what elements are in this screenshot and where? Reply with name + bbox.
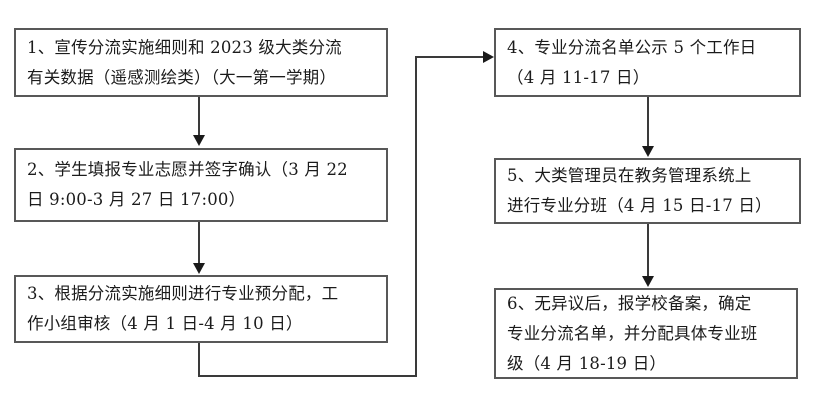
flow-node-step-3[interactable]: 3、根据分流实施细则进行专业预分配，工 作小组审核（4 月 1 日-4 月 10… bbox=[14, 275, 388, 343]
arrow-head-step2 bbox=[193, 135, 205, 146]
connector-step4-step5 bbox=[647, 97, 649, 147]
flow-node-step-1[interactable]: 1、宣传分流实施细则和 2023 级大类分流 有关数据（遥感测绘类）（大一第一学… bbox=[14, 28, 388, 97]
connector-step2-step3 bbox=[198, 222, 200, 264]
flow-node-label: 2、学生填报专业志愿并签字确认（3 月 22 日 9:00-3 月 27 日 1… bbox=[27, 160, 348, 209]
arrow-head-step5 bbox=[642, 146, 654, 157]
flow-node-label: 1、宣传分流实施细则和 2023 级大类分流 有关数据（遥感测绘类）（大一第一学… bbox=[27, 37, 342, 87]
connector-step1-step2 bbox=[198, 97, 200, 137]
flow-node-step-5[interactable]: 5、大类管理员在教务管理系统上 进行专业分班（4 月 15 日-17 日） bbox=[494, 158, 801, 224]
flow-node-step-6[interactable]: 6、无异议后，报学校备案，确定 专业分流名单，并分配具体专业班 级（4 月 18… bbox=[494, 288, 798, 379]
flow-node-label: 6、无异议后，报学校备案，确定 专业分流名单，并分配具体专业班 级（4 月 18… bbox=[507, 293, 758, 373]
connector-step3-riser bbox=[415, 56, 417, 377]
flow-node-step-4[interactable]: 4、专业分流名单公示 5 个工作日 （4 月 11-17 日） bbox=[494, 28, 801, 97]
arrow-head-step4 bbox=[483, 51, 494, 63]
flow-node-step-2[interactable]: 2、学生填报专业志愿并签字确认（3 月 22 日 9:00-3 月 27 日 1… bbox=[14, 148, 388, 222]
flow-node-label: 3、根据分流实施细则进行专业预分配，工 作小组审核（4 月 1 日-4 月 10… bbox=[27, 284, 339, 333]
connector-step3-drop bbox=[198, 343, 200, 377]
connector-step3-step4-run bbox=[415, 56, 487, 58]
flow-node-label: 5、大类管理员在教务管理系统上 进行专业分班（4 月 15 日-17 日） bbox=[507, 166, 772, 215]
connector-step5-step6 bbox=[647, 224, 649, 276]
arrow-head-step3 bbox=[193, 263, 205, 274]
flow-node-label: 4、专业分流名单公示 5 个工作日 （4 月 11-17 日） bbox=[507, 37, 757, 87]
connector-step3-bottom-run bbox=[198, 375, 417, 377]
arrow-head-step6 bbox=[642, 276, 654, 287]
